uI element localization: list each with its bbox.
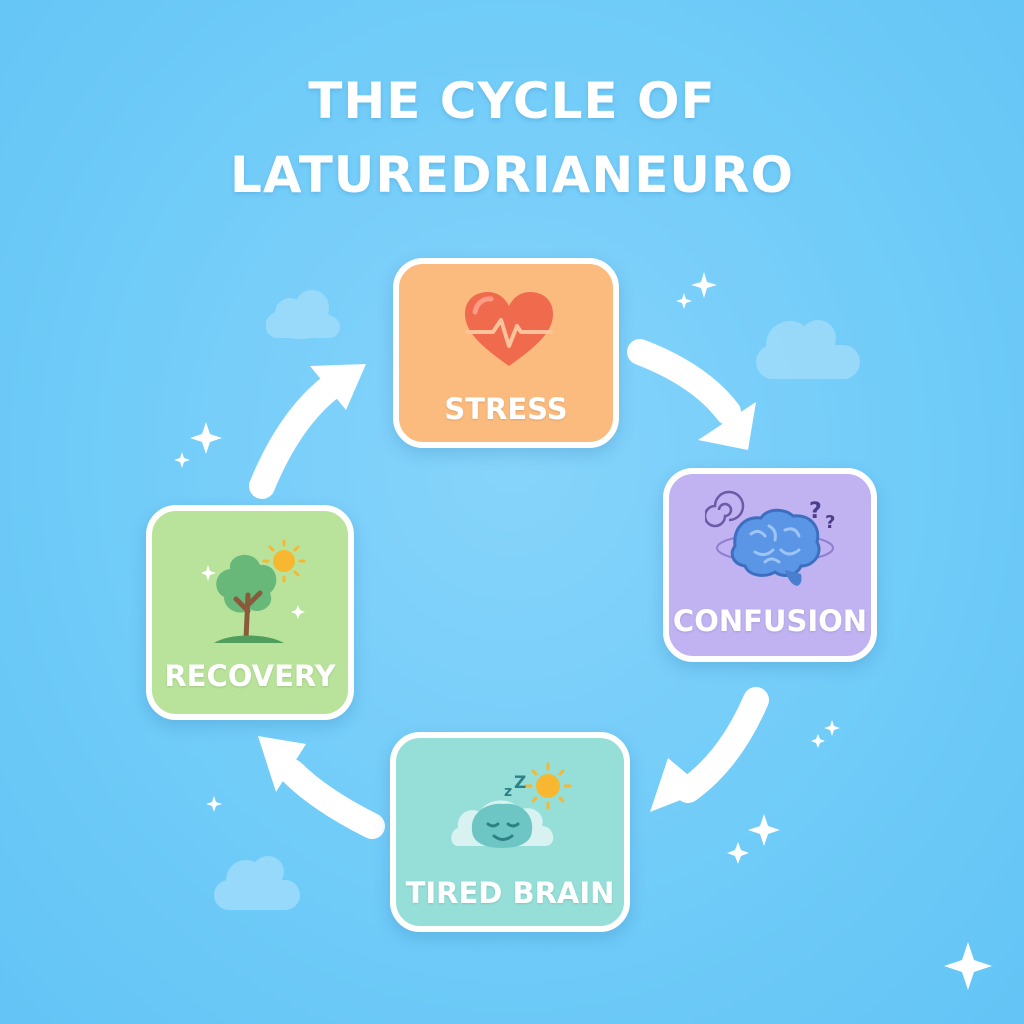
arrow-tired-to-recovery: [279, 759, 385, 839]
sun-icon: [524, 762, 572, 810]
svg-text:z: z: [504, 784, 512, 800]
node-confusion-label: CONFUSION: [672, 604, 868, 638]
cloud-icon: [756, 320, 860, 379]
sleepy-cloud-icon: z Z: [451, 762, 572, 848]
svg-text:?: ?: [825, 512, 835, 533]
sparkle-icon: [190, 422, 222, 454]
sparkle-icon: [824, 720, 840, 736]
cloud-icon: [266, 290, 340, 339]
node-recovery-label: RECOVERY: [164, 659, 336, 693]
arrow-confusion-to-tired: [675, 687, 769, 803]
node-stress: STRESS: [393, 258, 619, 448]
svg-text:?: ?: [809, 499, 822, 524]
tree-icon: [202, 539, 306, 643]
sparkle-icon: [691, 272, 717, 298]
arrowhead-icon: [698, 402, 756, 450]
diagram-title-line-2: LATUREDRIANEURO: [230, 146, 794, 204]
node-tired-brain-label: TIRED BRAIN: [405, 876, 615, 910]
arrowhead-icon: [258, 736, 306, 792]
sparkle-icon: [944, 942, 992, 990]
node-confusion: ? ? CONFUSION: [663, 468, 877, 662]
sparkle-icon: [748, 814, 780, 846]
sun-icon: [262, 539, 306, 583]
sparkle-icon: [811, 734, 825, 748]
sparkle-icon: [676, 293, 692, 309]
arrow-recovery-to-stress: [249, 373, 345, 499]
diagram-title-line-1: THE CYCLE OF: [308, 72, 716, 130]
sparkle-icon: [727, 842, 749, 864]
cloud-icon: [214, 856, 300, 910]
svg-text:Z: Z: [514, 773, 526, 793]
arrowhead-icon: [310, 364, 366, 410]
node-stress-label: STRESS: [444, 392, 568, 426]
arrow-stress-to-confusion: [627, 339, 741, 425]
brain-icon: ? ?: [705, 490, 835, 586]
heart-pulse-icon: [465, 292, 553, 366]
sparkle-icon: [174, 452, 190, 468]
sparkle-icon: [206, 796, 222, 812]
node-recovery: RECOVERY: [146, 505, 354, 720]
arrowhead-icon: [650, 758, 706, 812]
node-tired-brain: z Z TIRED BRAIN: [390, 732, 630, 932]
